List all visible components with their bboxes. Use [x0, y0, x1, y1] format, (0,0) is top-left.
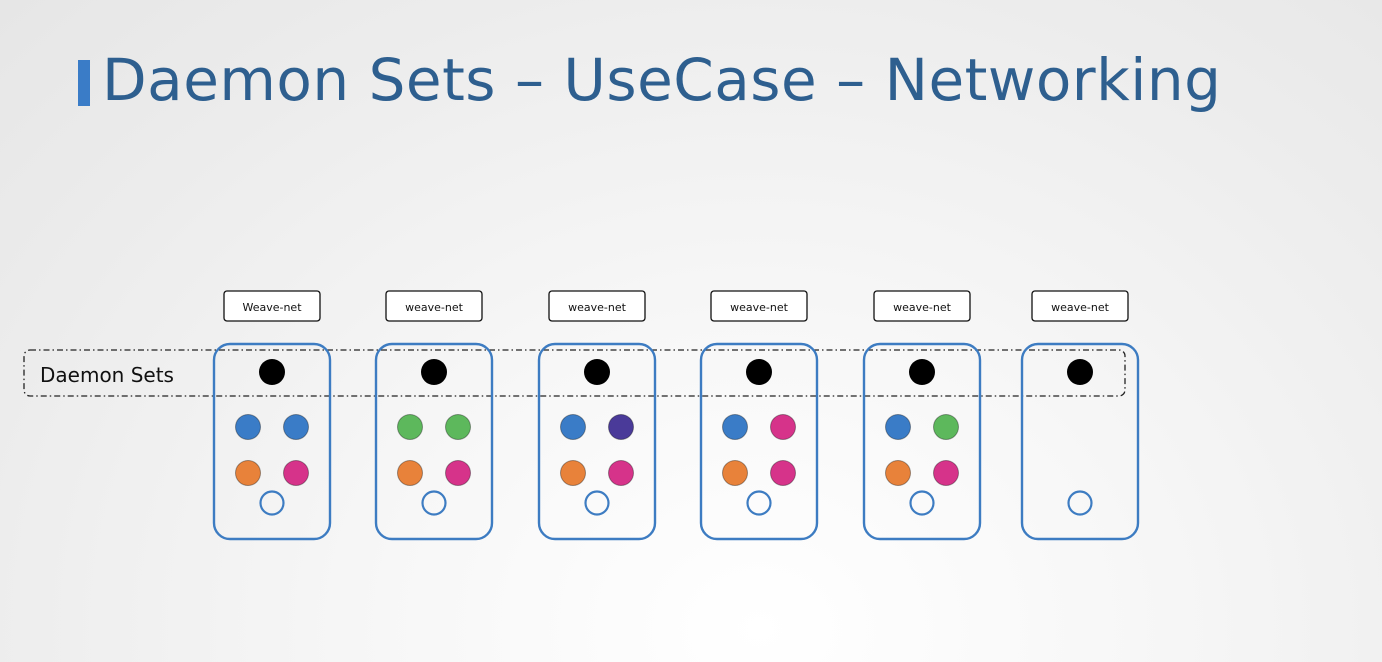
weave-net-label-box: [1031, 290, 1129, 322]
worker-node: weave-net: [862, 290, 982, 541]
worker-node: weave-net: [374, 290, 494, 541]
worker-node: Weave-net: [212, 290, 332, 541]
worker-node: weave-net: [699, 290, 819, 541]
app-pod-green: [445, 414, 471, 440]
app-pod-green: [397, 414, 423, 440]
daemon-sets-label: Daemon Sets: [40, 363, 174, 387]
empty-pod: [909, 490, 935, 516]
app-pod-green: [933, 414, 959, 440]
empty-pod: [421, 490, 447, 516]
daemon-pod: [909, 359, 935, 385]
daemon-sets-band: [23, 349, 1126, 397]
app-pod-orange: [560, 460, 586, 486]
weave-net-label-box: [873, 290, 971, 322]
worker-node: weave-net: [537, 290, 657, 541]
nodes-layer: Weave-net weave-net weave-net weave-net weav…: [212, 290, 1140, 541]
title-accent-bar: [78, 60, 90, 106]
app-pod-orange: [885, 460, 911, 486]
empty-pod: [746, 490, 772, 516]
app-pod-orange: [235, 460, 261, 486]
empty-pod: [584, 490, 610, 516]
app-pod-pink: [933, 460, 959, 486]
weave-net-label: weave-net: [568, 301, 626, 314]
daemon-pod: [584, 359, 610, 385]
daemon-pod: [421, 359, 447, 385]
app-pod-blue: [885, 414, 911, 440]
daemon-pod: [746, 359, 772, 385]
app-pod-pink: [445, 460, 471, 486]
weave-net-label-box: [548, 290, 646, 322]
app-pod-pink: [770, 414, 796, 440]
app-pod-purple: [608, 414, 634, 440]
node-box: [699, 342, 819, 541]
weave-net-label-box: [710, 290, 808, 322]
app-pod-blue: [235, 414, 261, 440]
weave-net-label: weave-net: [730, 301, 788, 314]
weave-net-label: Weave-net: [242, 301, 302, 314]
app-pod-blue: [722, 414, 748, 440]
app-pod-blue: [560, 414, 586, 440]
daemon-pod: [259, 359, 285, 385]
worker-node: weave-net: [1020, 290, 1140, 541]
empty-pod: [1067, 490, 1093, 516]
weave-net-label: weave-net: [405, 301, 463, 314]
app-pod-pink: [770, 460, 796, 486]
app-pod-pink: [283, 460, 309, 486]
weave-net-label: weave-net: [1051, 301, 1109, 314]
node-box: [862, 342, 982, 541]
weave-net-label-box: [385, 290, 483, 322]
node-box: [1020, 342, 1140, 541]
app-pod-orange: [397, 460, 423, 486]
page-title: Daemon Sets – UseCase – Networking: [102, 46, 1222, 114]
weave-net-label-box: [223, 290, 321, 322]
node-box: [212, 342, 332, 541]
app-pod-pink: [608, 460, 634, 486]
daemon-pod: [1067, 359, 1093, 385]
weave-net-label: weave-net: [893, 301, 951, 314]
app-pod-blue: [283, 414, 309, 440]
app-pod-orange: [722, 460, 748, 486]
node-box: [374, 342, 494, 541]
node-box: [537, 342, 657, 541]
empty-pod: [259, 490, 285, 516]
